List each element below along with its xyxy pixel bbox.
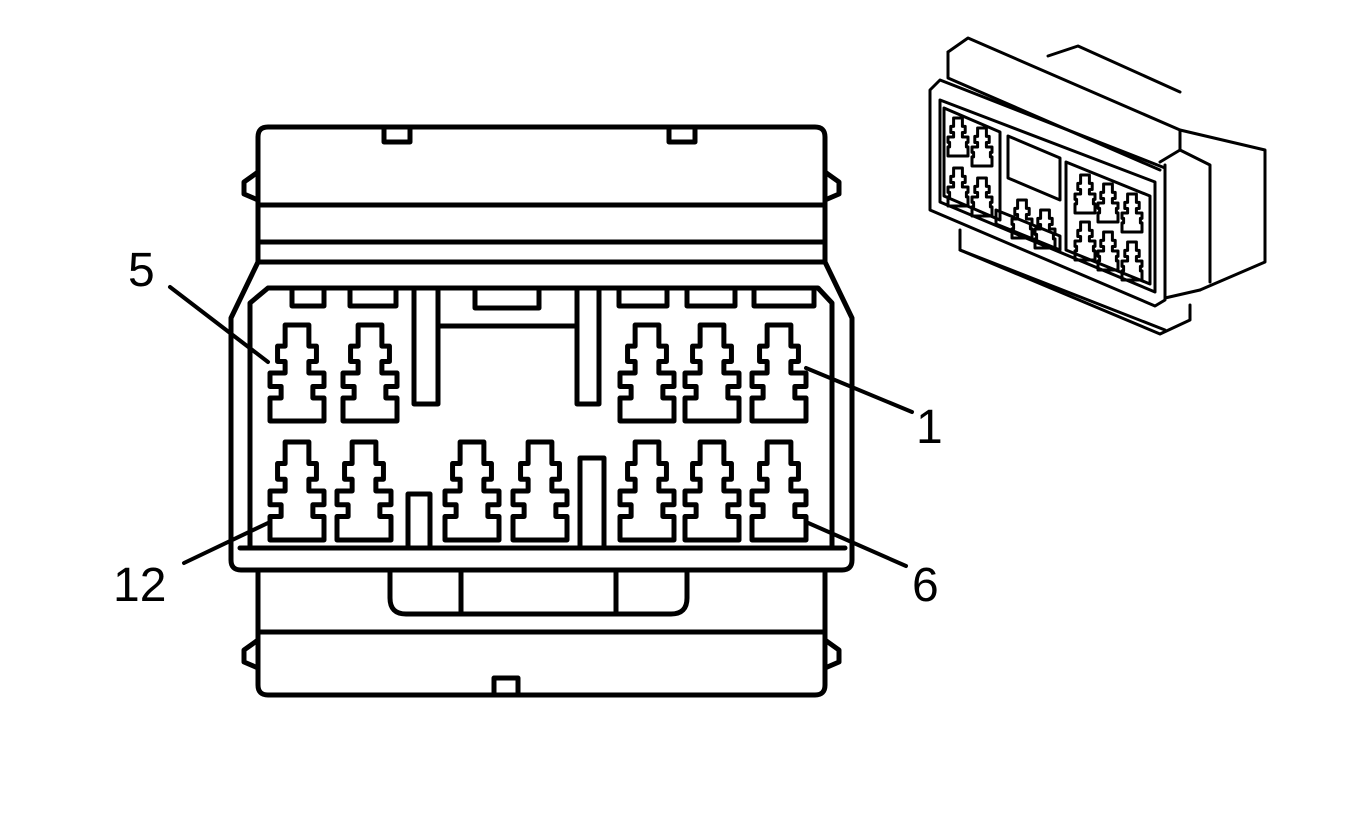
- connector-body-outline: [228, 259, 855, 573]
- connector-bottom-cap: [255, 567, 828, 698]
- leader-line-pin-5: [168, 285, 270, 364]
- terminal-cavities: [267, 322, 809, 543]
- iso-terminal-1: [946, 116, 970, 158]
- iso-terminal-10: [1120, 240, 1144, 282]
- iso-terminal-9: [1096, 230, 1120, 272]
- connector-top-cap: [255, 124, 828, 208]
- connector-bottom-latch: [387, 567, 690, 617]
- pin-leader-lines: [168, 285, 914, 568]
- leader-line-pin-1: [804, 366, 914, 414]
- iso-terminal-3: [946, 166, 970, 208]
- iso-terminals: [946, 116, 1144, 282]
- terminal-cavity-lower-7: [749, 439, 809, 543]
- terminal-cavity-lower-2: [334, 439, 394, 543]
- leader-line-pin-6: [804, 520, 908, 568]
- terminal-cavity-upper-4: [682, 322, 742, 424]
- pin-label-5: 5: [128, 244, 155, 297]
- center-key-divider: [411, 285, 602, 407]
- terminal-cavity-upper-1: [267, 322, 327, 424]
- pin-label-1: 1: [916, 401, 943, 454]
- iso-terminal-4: [970, 176, 994, 218]
- iso-terminal-6: [1096, 182, 1120, 224]
- iso-terminal-7: [1120, 192, 1144, 234]
- connector-isometric-view: [928, 36, 1267, 336]
- top-cavity-slots: [289, 285, 817, 311]
- terminal-cavity-upper-2: [340, 322, 400, 424]
- iso-terminal-8: [1073, 220, 1097, 262]
- terminal-cavity-lower-6: [682, 439, 742, 543]
- iso-front-face: [928, 78, 1167, 308]
- terminal-cavity-lower-1: [267, 439, 327, 543]
- leader-line-pin-12: [182, 520, 272, 565]
- terminal-cavity-lower-3: [442, 439, 502, 543]
- iso-terminal-2: [970, 126, 994, 168]
- iso-terminal-5: [1073, 173, 1097, 215]
- iso-terminal-11: [1010, 198, 1034, 240]
- terminal-cavity-upper-3: [617, 322, 677, 424]
- terminal-cavity-lower-5: [617, 439, 677, 543]
- pin-label-6: 6: [912, 559, 939, 612]
- pin-label-12: 12: [113, 559, 166, 612]
- connector-face-view: [228, 124, 855, 698]
- terminal-cavity-lower-4: [510, 439, 570, 543]
- terminal-cavity-upper-5: [749, 322, 809, 424]
- iso-terminal-12: [1033, 208, 1057, 250]
